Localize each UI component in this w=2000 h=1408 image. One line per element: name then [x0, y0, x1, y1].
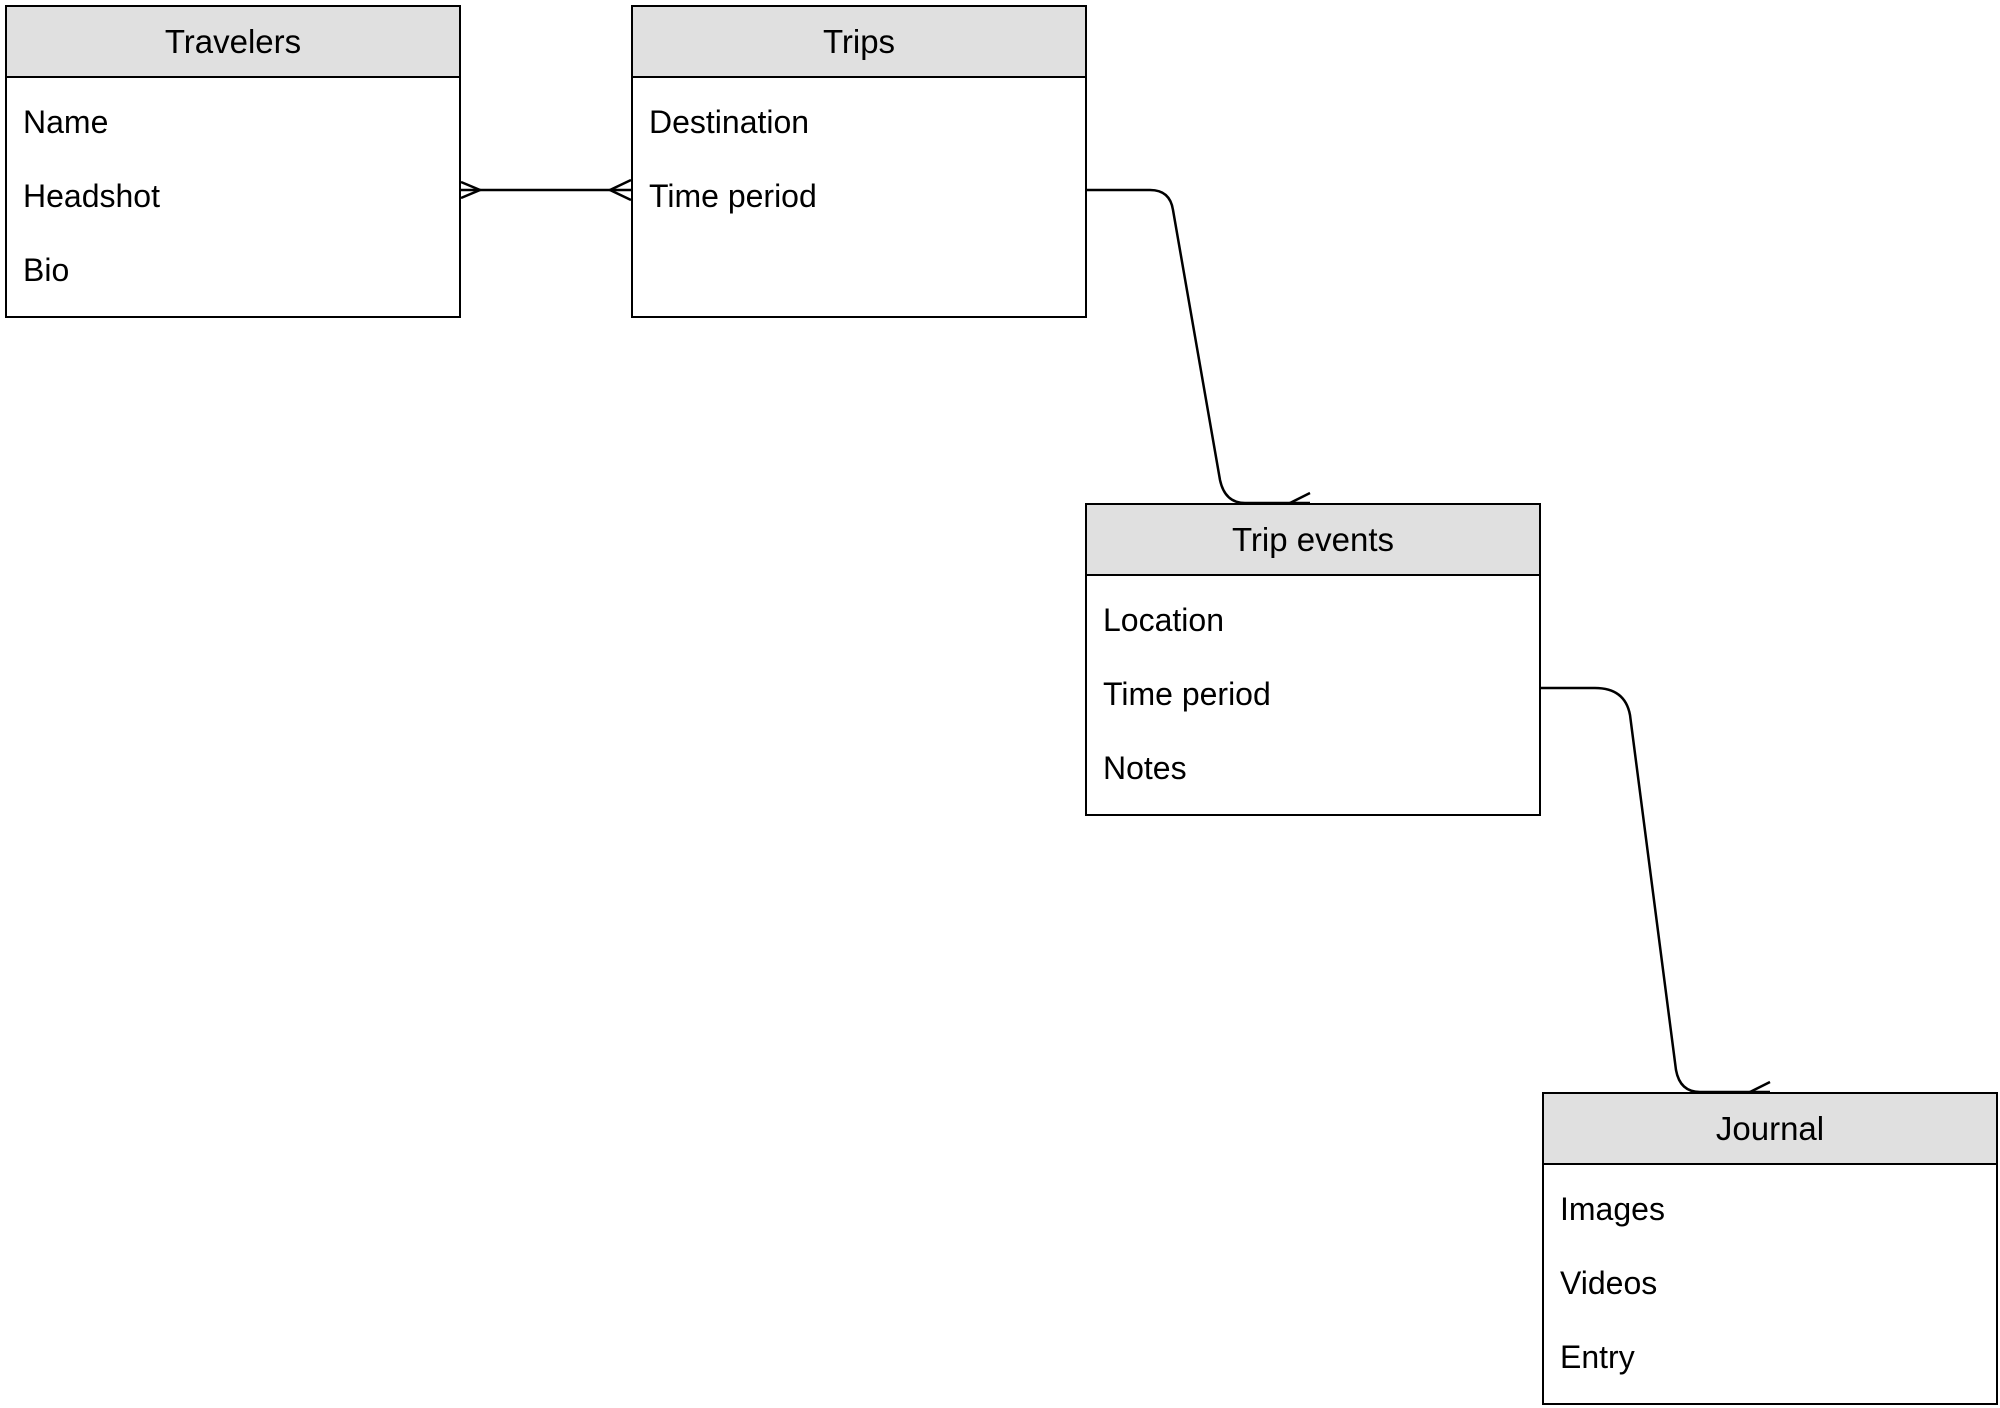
field-headshot: Headshot [23, 178, 160, 214]
entity-trip-events[interactable]: Trip events Location Time period Notes [1085, 503, 1541, 816]
field-time-period: Time period [649, 178, 817, 214]
entity-title: Trips [633, 7, 1085, 78]
field-location: Location [1103, 602, 1224, 638]
field-time-period: Time period [1103, 676, 1271, 712]
field-destination: Destination [649, 104, 810, 140]
field-images: Images [1560, 1191, 1665, 1227]
crowfoot-trips-end [607, 178, 632, 202]
entity-travelers[interactable]: Travelers Name Headshot Bio [5, 5, 461, 318]
field-notes: Notes [1103, 750, 1187, 786]
entity-title: Trip events [1087, 505, 1539, 576]
entity-title: Journal [1544, 1094, 1996, 1165]
field-videos: Videos [1560, 1265, 1658, 1301]
field-entry: Entry [1560, 1339, 1635, 1375]
entity-title: Travelers [7, 7, 459, 78]
connector-trip-events-journal[interactable] [1541, 686, 1770, 1094]
crowfoot-travelers-end [460, 180, 484, 200]
connector-trips-trip-events[interactable] [1087, 188, 1310, 505]
entity-trips[interactable]: Trips Destination Time period [631, 5, 1087, 318]
field-name: Name [23, 104, 109, 140]
field-bio: Bio [23, 252, 70, 288]
entity-journal[interactable]: Journal Images Videos Entry [1542, 1092, 1998, 1405]
